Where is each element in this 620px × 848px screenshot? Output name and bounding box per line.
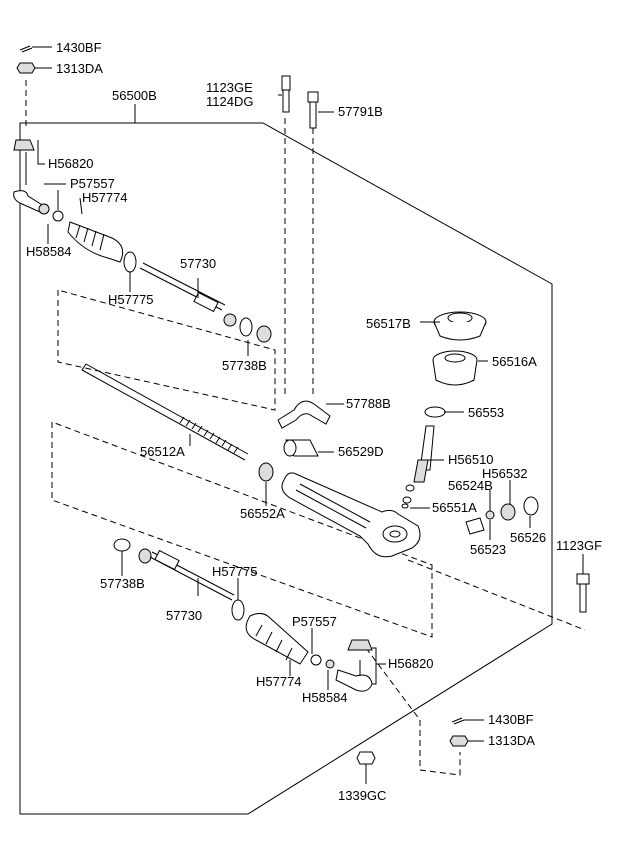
- label-h57774-bot: H57774: [256, 674, 302, 689]
- boot-clamp-top: [123, 251, 137, 273]
- label-56516a: 56516A: [492, 354, 537, 369]
- label-1313da-top: 1313DA: [56, 61, 103, 76]
- cotter-pin-bottom: [451, 717, 463, 723]
- dust-boot-tie-end-bottom: [347, 639, 373, 651]
- label-57791b: 57791B: [338, 104, 383, 119]
- label-p57557-bot: P57557: [292, 614, 337, 629]
- lock-washer-top: [239, 317, 253, 337]
- lock-washer-bottom: [113, 538, 131, 552]
- label-57738b-top: 57738B: [222, 358, 267, 373]
- bolt-1123ge-shank: [282, 89, 290, 113]
- pinion-shaft: [419, 425, 435, 471]
- nut-guide-bottom: [359, 639, 461, 776]
- boot-clamp-bottom: [231, 599, 245, 621]
- label-57738b-bot: 57738B: [100, 576, 145, 591]
- inner-tie-rod-top: [193, 291, 219, 313]
- snap-ring: [424, 406, 446, 418]
- label-h56820-bot: H56820: [388, 656, 434, 671]
- jam-nut-top: [38, 203, 50, 215]
- label-1430bf-bot: 1430BF: [488, 712, 534, 727]
- label-h57774-top: H57774: [82, 190, 128, 205]
- label-56551a: 56551A: [432, 500, 477, 515]
- label-p57557-top: P57557: [70, 176, 115, 191]
- label-57730-top: 57730: [180, 256, 216, 271]
- clip-bottom: [310, 654, 322, 666]
- bolt-1123gf-shank: [579, 583, 587, 613]
- jam-nut-rack-top: [256, 325, 272, 343]
- assembly-frame: [19, 122, 553, 815]
- label-1313da-bot: 1313DA: [488, 733, 535, 748]
- label-56524b: 56524B: [448, 478, 493, 493]
- castle-nut-top: [16, 62, 36, 74]
- label-57730-bot: 57730: [166, 608, 202, 623]
- nut-1339gc: [356, 751, 376, 765]
- label-h56510: H56510: [448, 452, 494, 467]
- label-56523: 56523: [470, 542, 506, 557]
- label-57788b: 57788B: [346, 396, 391, 411]
- label-56552a: 56552A: [240, 506, 285, 521]
- bolt-1123gf-head: [576, 573, 590, 585]
- label-h57775-top: H57775: [108, 292, 154, 307]
- bolt-57791b-shank: [309, 101, 317, 129]
- inner-tie-rod-bottom: [154, 549, 180, 571]
- outer-tie-rod-end-bottom: [335, 669, 373, 692]
- bolt-1123ge-head: [281, 75, 291, 91]
- rack-seal: [258, 462, 274, 482]
- label-h57775-bot: H57775: [212, 564, 258, 579]
- yoke-cap: [523, 496, 539, 516]
- bellows-boot-top: [67, 221, 124, 263]
- yoke-lock-nut: [500, 503, 516, 521]
- part-labels: 1430BF 1313DA 1123GE 1124DG 56500B 57791…: [26, 40, 602, 803]
- label-56517b: 56517B: [366, 316, 411, 331]
- clip-top: [52, 210, 64, 222]
- inner-tie-rod-group-top: [57, 289, 276, 411]
- bolt-guide-1123gf: [407, 559, 586, 631]
- label-h58584-top: H58584: [26, 244, 72, 259]
- inner-tie-rod-group-bottom: [51, 421, 433, 638]
- label-1339gc: 1339GC: [338, 788, 386, 803]
- label-h58584-bot: H58584: [302, 690, 348, 705]
- jam-nut-rack-bottom: [138, 548, 152, 564]
- label-56512a: 56512A: [140, 444, 185, 459]
- label-h56820-top: H56820: [48, 156, 94, 171]
- mounting-bracket: [277, 400, 331, 429]
- bolt-57791b-head: [307, 91, 319, 103]
- label-56526: 56526: [510, 530, 546, 545]
- label-56500b: 56500B: [112, 88, 157, 103]
- ball-joint-top: [223, 313, 237, 327]
- leader-lines: [37, 94, 584, 690]
- label-1123ge: 1123GE: [206, 80, 253, 95]
- label-56529d: 56529D: [338, 444, 384, 459]
- yoke-spring: [485, 510, 495, 520]
- label-1430bf-top: 1430BF: [56, 40, 102, 55]
- dust-boot-tie-end-top: [13, 139, 35, 151]
- castle-nut-bottom: [449, 735, 469, 747]
- label-1123gf: 1123GF: [556, 538, 602, 553]
- rack-teeth: [179, 416, 239, 454]
- label-56553: 56553: [468, 405, 504, 420]
- label-h56532: H56532: [482, 466, 528, 481]
- jam-nut-bottom: [325, 659, 335, 669]
- label-1124dg: 1124DG: [206, 94, 253, 109]
- cotter-pin-top: [19, 45, 31, 51]
- yoke-plug: [465, 517, 485, 535]
